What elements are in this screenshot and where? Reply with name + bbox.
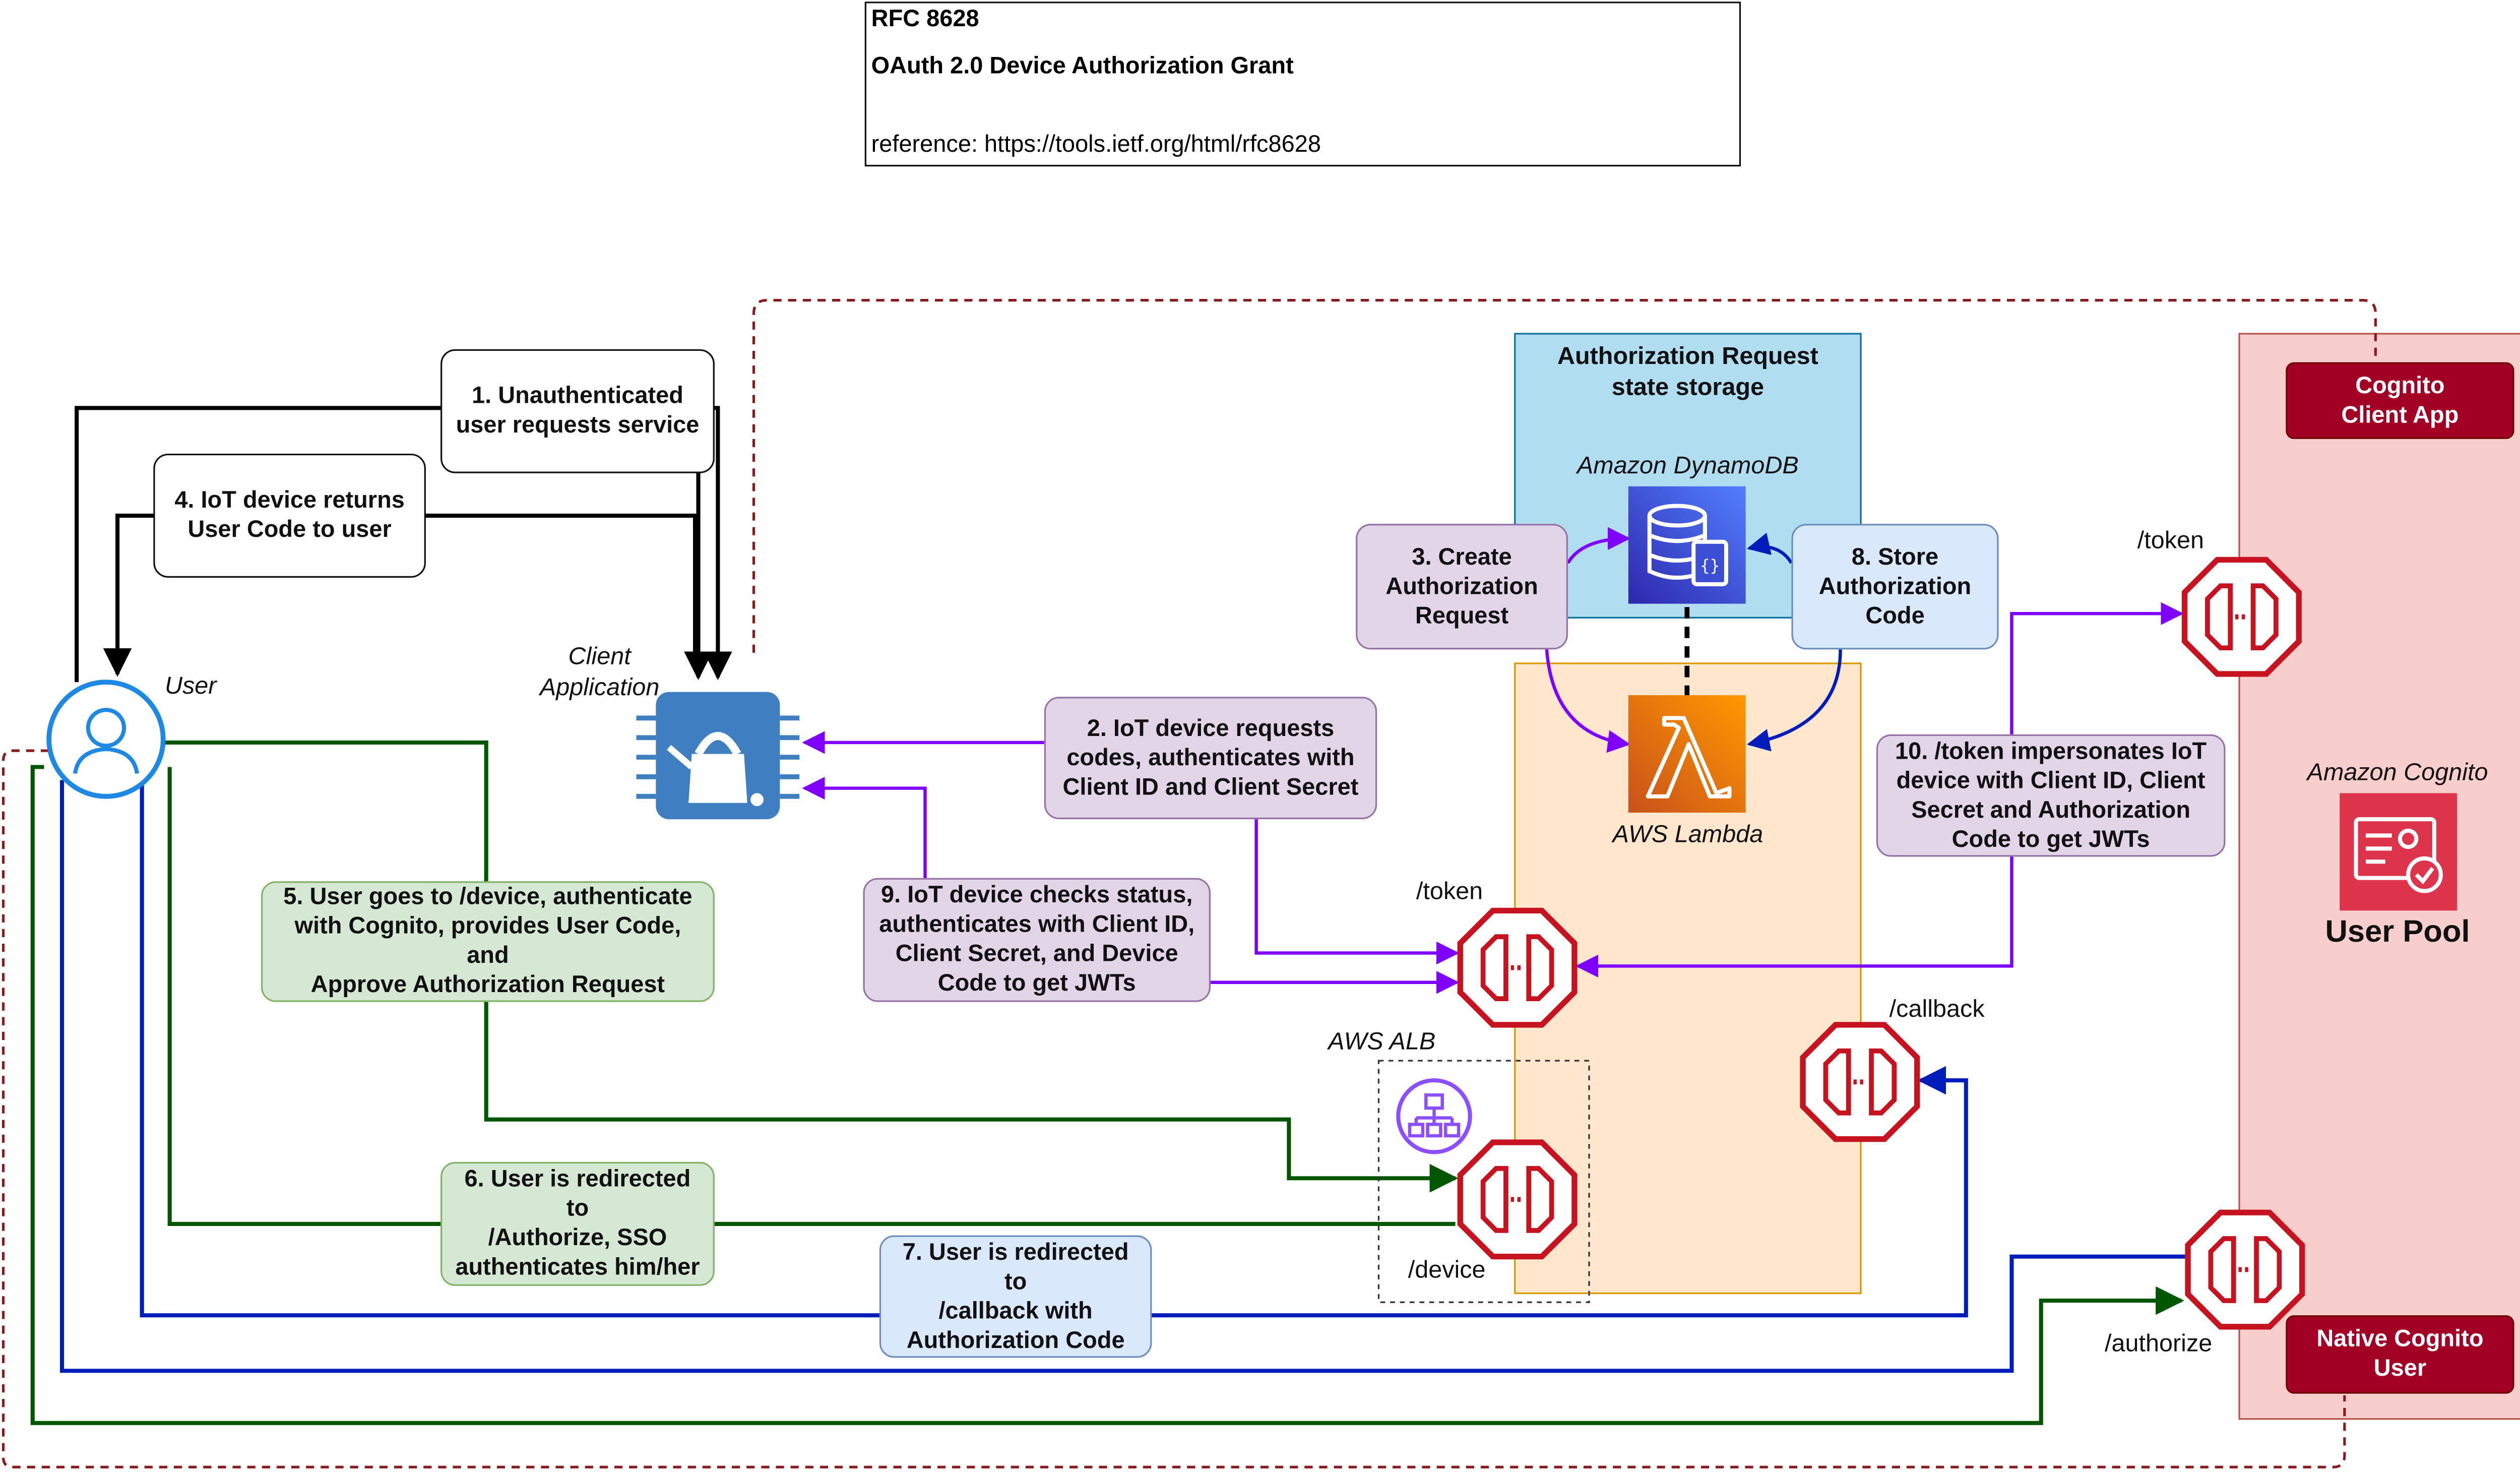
- callback-endpoint-icon: [1800, 1022, 1920, 1142]
- token-cognito-endpoint-icon: [2181, 557, 2302, 677]
- storage-title: Authorization Request state storage: [1557, 342, 1818, 402]
- step-7-box: 7. User is redirected to /callback with …: [879, 1235, 1152, 1358]
- authorize-endpoint-icon: [2185, 1209, 2305, 1330]
- flow-step-5: [163, 740, 488, 882]
- step-1-box: 1. Unauthenticated user requests service: [440, 349, 715, 473]
- step-8-box: 8. Store Authorization Code: [1791, 524, 1999, 650]
- lambda-label: AWS Lambda: [1612, 821, 1763, 849]
- flow-step-green-outer: [30, 765, 2184, 1425]
- dynamodb-label: Amazon DynamoDB: [1577, 452, 1799, 480]
- callback-label: /callback: [1889, 995, 1985, 1023]
- cognito-icon: [2340, 793, 2458, 911]
- flow-step-9-to-client: [802, 776, 927, 878]
- authorize-label: /authorize: [2104, 1330, 2213, 1358]
- user-pool-label: User Pool: [2325, 915, 2470, 950]
- cognito-label: Amazon Cognito: [2307, 759, 2488, 787]
- flow-step-10-to-token: [2010, 602, 2184, 734]
- lambda-icon: [1628, 695, 1746, 813]
- alb-label: AWS ALB: [1328, 1028, 1436, 1056]
- step-6-box: 6. User is redirected to /Authorize, SSO…: [440, 1161, 715, 1286]
- rfc-number: RFC 8628: [871, 6, 979, 33]
- token-cognito-label: /token: [2137, 527, 2204, 555]
- user-icon: [46, 680, 166, 799]
- reference-link[interactable]: reference: https://tools.ietf.org/html/r…: [871, 132, 1321, 159]
- step-9-box: 9. IoT device checks status, authenticat…: [863, 878, 1211, 1002]
- flow-step-7: [140, 780, 1968, 1318]
- flow-step-10: [1575, 856, 2013, 978]
- svg-text:{}: {}: [1700, 556, 1720, 575]
- title-box: RFC 8628 OAuth 2.0 Device Authorization …: [864, 2, 1741, 167]
- flow-step-8-to-dynamo: [1746, 532, 1793, 564]
- device-endpoint-icon: [1457, 1139, 1578, 1260]
- native-cognito-user-box: Native Cognito User: [2286, 1315, 2514, 1394]
- cognito-client-app-box: Cognito Client App: [2286, 362, 2514, 439]
- load-balancer-icon: [1396, 1078, 1472, 1154]
- diagram-title: OAuth 2.0 Device Authorization Grant: [871, 53, 1294, 80]
- flow-step-1: [75, 406, 713, 683]
- flow-step-8-to-lambda: [1746, 649, 1842, 752]
- flow-step-3-to-dynamo: [1566, 527, 1631, 564]
- step-4-box: 4. IoT device returns User Code to user: [153, 453, 426, 578]
- flow-step-6: [167, 767, 1456, 1226]
- token-alb-label: /token: [1416, 878, 1483, 906]
- step-2-box: 2. IoT device requests codes, authentica…: [1044, 697, 1377, 820]
- flow-step-3-to-lambda: [1545, 649, 1631, 753]
- step-10-box: 10. /token impersonates IoT device with …: [1876, 734, 2226, 857]
- iot-device-icon: [636, 692, 800, 820]
- device-label: /device: [1408, 1256, 1486, 1284]
- trust-boundary-top: [752, 299, 2377, 653]
- flow-step-blue-outer: [59, 780, 2186, 1373]
- user-label: User: [164, 672, 217, 700]
- token-alb-endpoint-icon: [1457, 907, 1578, 1028]
- flow-step-2: [1254, 819, 1460, 965]
- trust-boundary-bottom: [2, 749, 2346, 1468]
- step-5-box: 5. User goes to /device, authenticate wi…: [261, 881, 715, 1002]
- step-3-box: 3. Create Authorization Request: [1356, 524, 1568, 650]
- client-app-label: Client Application: [539, 643, 660, 702]
- flow-step-5b: [484, 1002, 1459, 1193]
- dynamodb-icon: {}: [1628, 486, 1746, 604]
